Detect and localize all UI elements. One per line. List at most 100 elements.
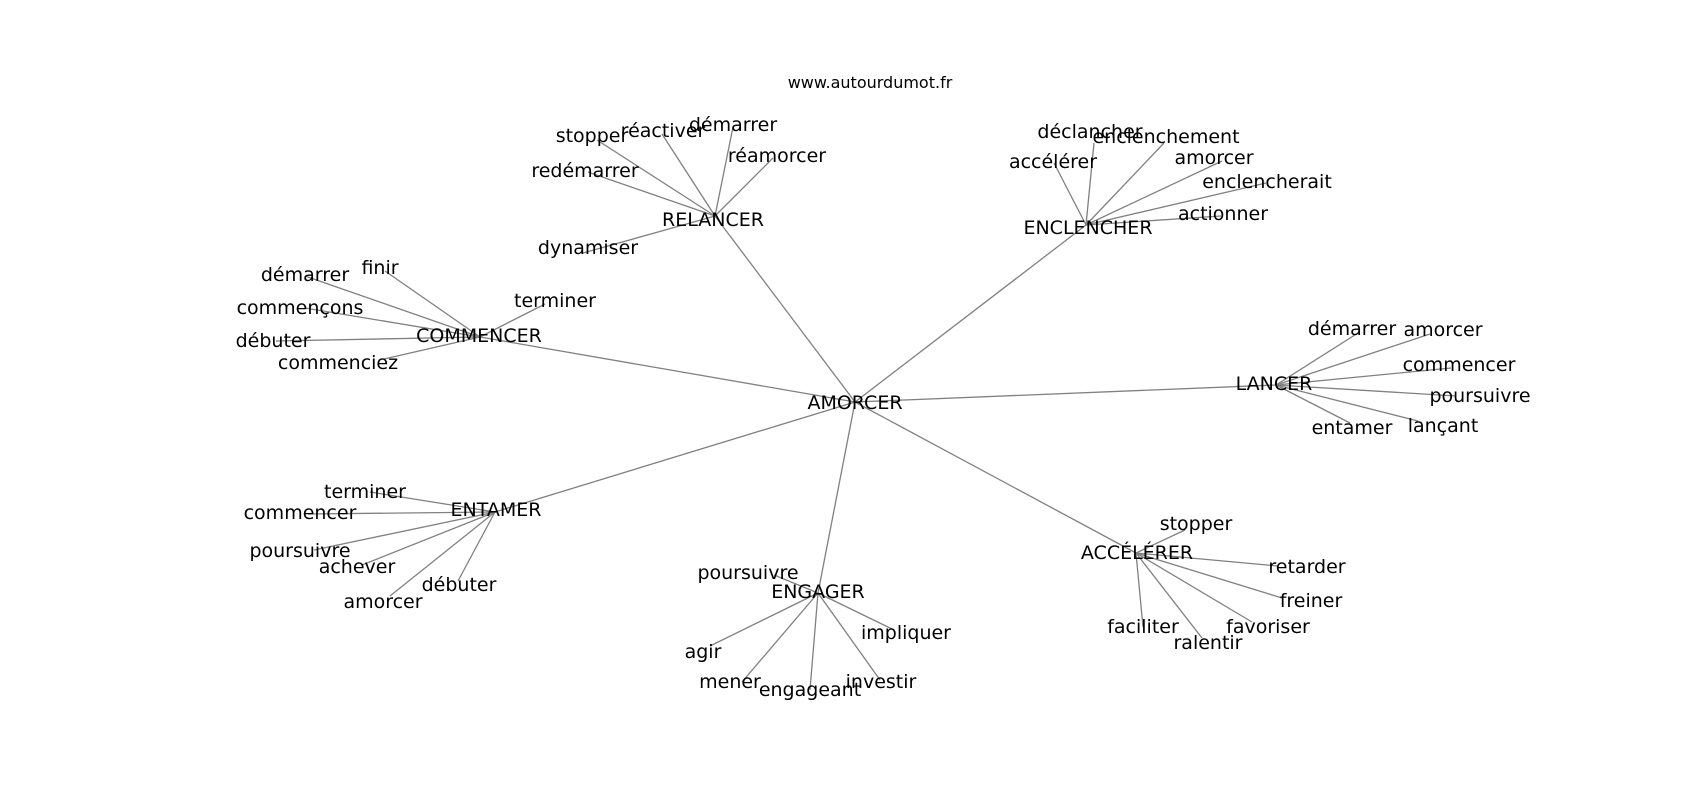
edge-lancer-5 [1275, 384, 1351, 424]
edge-center-enclencher [854, 224, 1087, 403]
leaf-label-accelerer-1: retarder [1268, 556, 1345, 578]
edge-relancer-0 [596, 139, 716, 217]
leaf-label-commencer-0: démarrer [261, 264, 349, 286]
edge-engager-1 [817, 592, 893, 630]
edge-entamer-0 [369, 491, 496, 513]
leaf-label-enclencher-2: accélérer [1009, 151, 1097, 173]
leaf-label-accelerer-3: favoriser [1226, 616, 1310, 638]
edge-commencer-2 [304, 307, 481, 338]
leaf-label-enclencher-3: amorcer [1174, 147, 1253, 169]
edge-accelerer-5 [1135, 552, 1203, 639]
edge-relancer-4 [587, 171, 716, 217]
hub-label-accelerer: ACCÉLÉRER [1081, 541, 1193, 564]
graph-labels: www.autourdumot.fr AMORCER RELANCER stopp… [236, 73, 1531, 701]
leaf-label-engager-5: investir [846, 671, 917, 693]
leaf-label-commencer-2: commençons [237, 297, 364, 319]
leaf-label-relancer-0: stopper [556, 125, 629, 147]
edge-lancer-2 [1275, 367, 1452, 386]
edge-entamer-1 [307, 511, 496, 515]
leaf-label-accelerer-2: freiner [1280, 590, 1343, 612]
edge-enclencher-2 [1053, 162, 1087, 226]
leaf-label-accelerer-5: ralentir [1173, 632, 1242, 654]
edge-commencer-5 [383, 336, 481, 360]
center-node-label: AMORCER [807, 392, 902, 414]
edge-accelerer-4 [1135, 552, 1144, 628]
leaf-label-commencer-1: finir [361, 257, 398, 279]
edge-relancer-5 [582, 215, 716, 254]
source-url: www.autourdumot.fr [788, 73, 953, 92]
leaf-label-engager-0: poursuivre [697, 562, 798, 584]
leaf-label-relancer-2: démarrer [689, 114, 777, 136]
leaf-label-enclencher-4: enclencherait [1202, 171, 1332, 193]
edge-relancer-2 [714, 126, 734, 217]
edge-commencer-3 [479, 303, 546, 338]
edge-center-relancer [714, 215, 856, 403]
leaf-label-entamer-3: achever [319, 556, 396, 578]
edge-lancer-4 [1275, 384, 1419, 422]
edge-engager-5 [817, 592, 881, 681]
edge-lancer-0 [1275, 332, 1359, 386]
edge-entamer-2 [313, 511, 496, 551]
edge-engager-0 [773, 574, 819, 594]
leaf-label-relancer-5: dynamiser [538, 237, 638, 259]
hub-label-lancer: LANCER [1236, 373, 1313, 395]
edge-entamer-4 [457, 511, 496, 582]
leaf-label-engager-4: engageant [759, 679, 861, 701]
edge-enclencher-3 [1085, 160, 1223, 226]
leaf-label-entamer-4: débuter [422, 574, 497, 596]
leaf-label-engager-1: impliquer [861, 622, 951, 644]
leaf-label-enclencher-0: déclancher [1037, 121, 1142, 143]
hub-label-entamer: ENTAMER [451, 499, 542, 521]
hub-label-enclencher: ENCLENCHER [1023, 217, 1152, 239]
edge-center-commencer [479, 336, 856, 403]
leaf-label-commencer-4: débuter [236, 330, 311, 352]
edge-engager-2 [709, 592, 819, 647]
leaf-label-entamer-2: poursuivre [249, 540, 350, 562]
edge-center-accelerer [854, 401, 1137, 554]
edge-commencer-1 [384, 270, 481, 338]
leaf-label-entamer-0: terminer [324, 481, 406, 503]
leaf-label-lancer-1: amorcer [1403, 319, 1482, 341]
edge-enclencher-0 [1085, 142, 1095, 226]
graph-edges [275, 126, 1457, 691]
leaf-label-enclencher-5: actionner [1178, 203, 1268, 225]
leaf-label-lancer-2: commencer [1403, 354, 1516, 376]
edge-engager-4 [809, 592, 819, 691]
leaf-label-lancer-5: entamer [1312, 417, 1393, 439]
edge-relancer-1 [661, 133, 716, 217]
edge-commencer-4 [275, 336, 481, 342]
leaf-label-commencer-5: commenciez [278, 352, 398, 374]
leaf-label-enclencher-1: enclenchement [1092, 126, 1239, 148]
edge-commencer-0 [304, 275, 481, 338]
leaf-label-relancer-3: réamorcer [728, 145, 826, 167]
hub-label-engager: ENGAGER [771, 581, 865, 603]
edge-entamer-3 [361, 511, 496, 566]
leaf-label-entamer-1: commencer [244, 502, 357, 524]
edge-accelerer-1 [1135, 552, 1279, 567]
leaf-label-accelerer-0: stopper [1160, 513, 1233, 535]
edge-enclencher-4 [1085, 182, 1267, 226]
edge-lancer-3 [1275, 384, 1457, 397]
edge-accelerer-2 [1135, 552, 1283, 599]
edge-accelerer-3 [1135, 552, 1253, 623]
edge-center-lancer [854, 384, 1277, 403]
edge-center-entamer [494, 401, 856, 513]
leaf-label-lancer-4: lançant [1408, 415, 1479, 437]
leaf-label-engager-3: mener [699, 671, 761, 693]
edge-engager-3 [741, 592, 819, 683]
leaf-label-lancer-0: démarrer [1308, 318, 1396, 340]
edge-lancer-1 [1275, 333, 1431, 386]
hub-label-relancer: RELANCER [662, 209, 764, 231]
leaf-label-commencer-3: terminer [514, 290, 596, 312]
leaf-label-accelerer-4: faciliter [1107, 616, 1179, 638]
edge-enclencher-5 [1085, 215, 1222, 226]
edge-center-engager [817, 401, 856, 594]
leaf-label-relancer-4: redémarrer [531, 160, 639, 182]
leaf-label-entamer-5: amorcer [343, 591, 422, 613]
leaf-label-lancer-3: poursuivre [1429, 385, 1530, 407]
edge-relancer-3 [714, 157, 774, 217]
edge-entamer-5 [389, 511, 496, 597]
leaf-label-relancer-1: réactiver [621, 120, 706, 142]
edge-enclencher-1 [1085, 142, 1165, 226]
leaf-label-engager-2: agir [685, 641, 722, 663]
